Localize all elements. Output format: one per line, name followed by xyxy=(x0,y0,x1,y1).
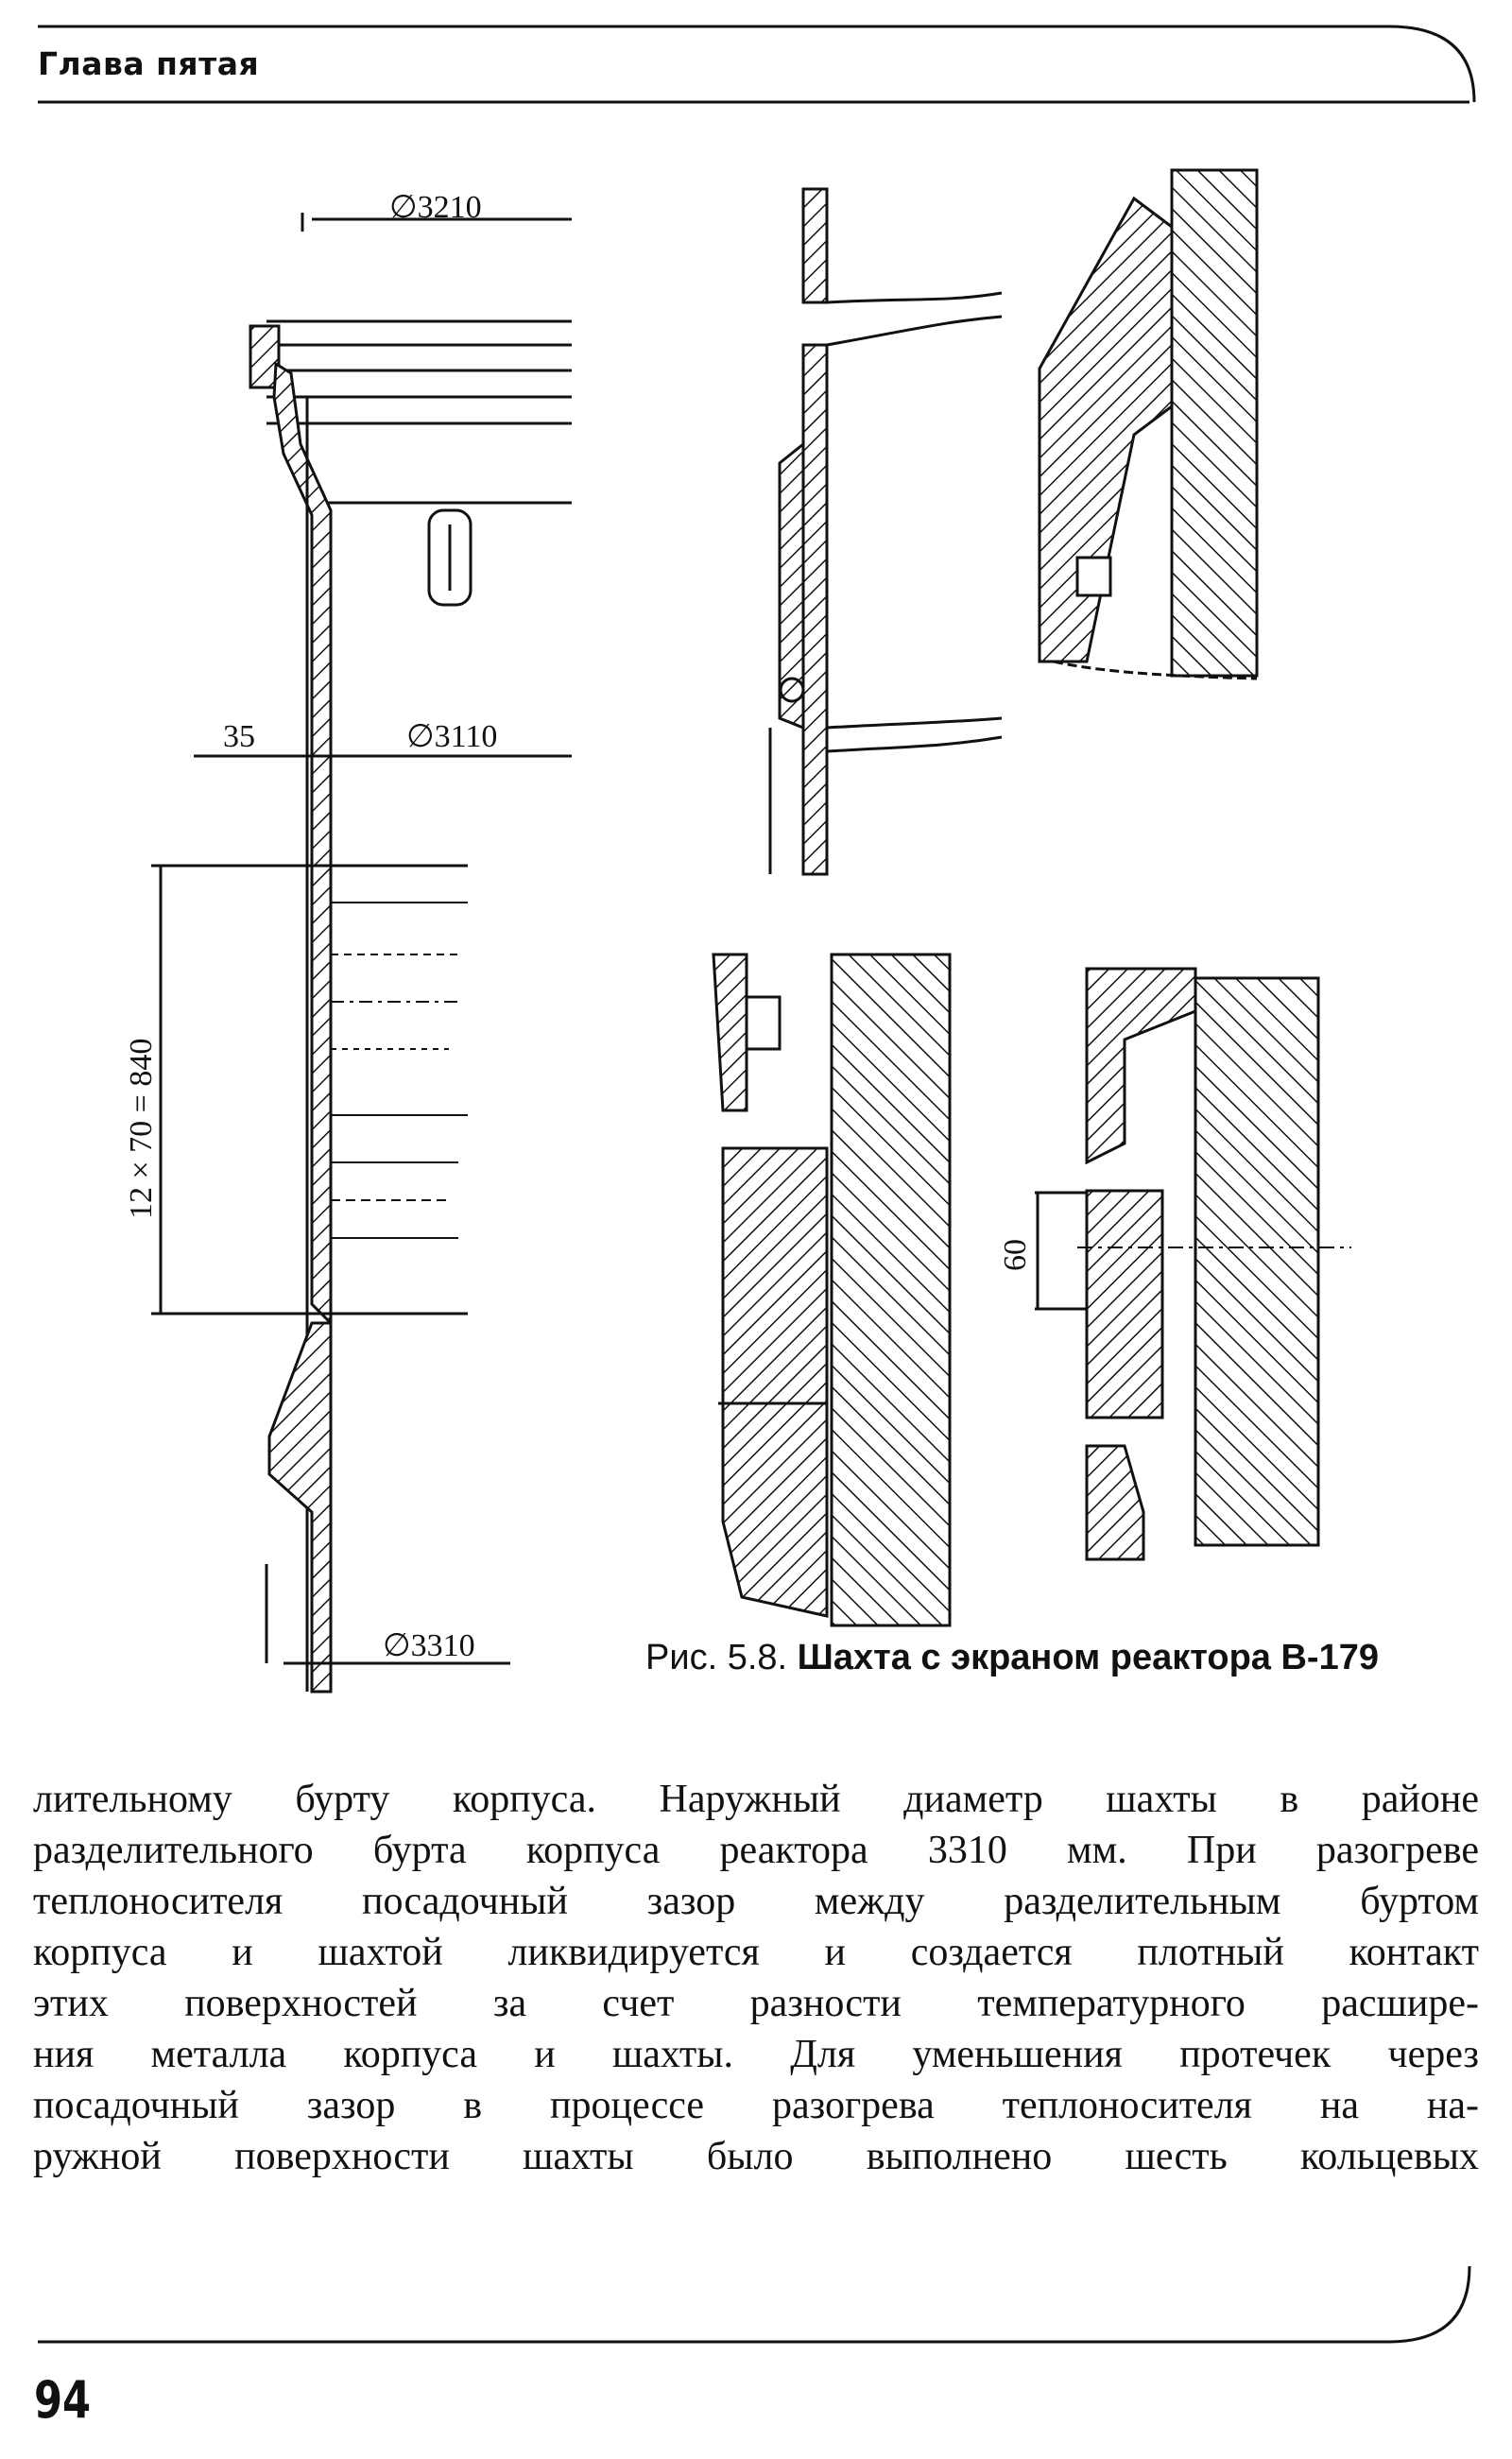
text-line: посадочный зазор в процессе разогрева те… xyxy=(33,2084,1479,2127)
detail-joint-top xyxy=(1038,168,1259,680)
text-line: корпуса и шахтой ликвидируется и создает… xyxy=(33,1931,1479,1974)
text-line: лительному бурту корпуса. Наружный диаме… xyxy=(33,1778,1479,1821)
dim-wall: 35 xyxy=(223,719,255,754)
text-line: теплоносителя посадочный зазор между раз… xyxy=(33,1880,1479,1923)
detail-seat xyxy=(712,953,952,1627)
dim-d3210: ∅3210 xyxy=(389,190,482,225)
text-line: этих поверхностей за счет разности темпе… xyxy=(33,1982,1479,2025)
caption-prefix: Рис. 5.8. xyxy=(645,1638,788,1677)
text-line: ния металла корпуса и шахты. Для уменьше… xyxy=(33,2033,1479,2076)
shaft-section xyxy=(151,213,572,1694)
text-line: разделительного бурта корпуса реактора 3… xyxy=(33,1829,1479,1872)
figure-caption: Рис. 5.8. Шахта с экраном реактора В-179 xyxy=(645,1638,1379,1678)
text-line: ружной поверхности шахты было выполнено … xyxy=(33,2135,1479,2178)
dim-pitch: 12 × 70 = 840 xyxy=(124,1039,159,1219)
dim-gap: 60 xyxy=(998,1239,1033,1271)
page-number: 94 xyxy=(34,2370,92,2430)
detail-weld-top xyxy=(768,187,1003,876)
shaft-drawing: ∅3210 35 ∅3110 12 × 70 = 840 ∅3310 xyxy=(124,168,1351,1694)
caption-title: Шахта с экраном реактора В-179 xyxy=(797,1638,1379,1677)
dim-d3110: ∅3110 xyxy=(406,719,497,754)
chapter-title: Глава пятая xyxy=(38,45,260,82)
body-paragraph: лительному бурту корпуса. Наружный диаме… xyxy=(33,1774,1479,2182)
detail-gap xyxy=(1035,967,1351,1561)
dim-d3310: ∅3310 xyxy=(383,1628,475,1663)
